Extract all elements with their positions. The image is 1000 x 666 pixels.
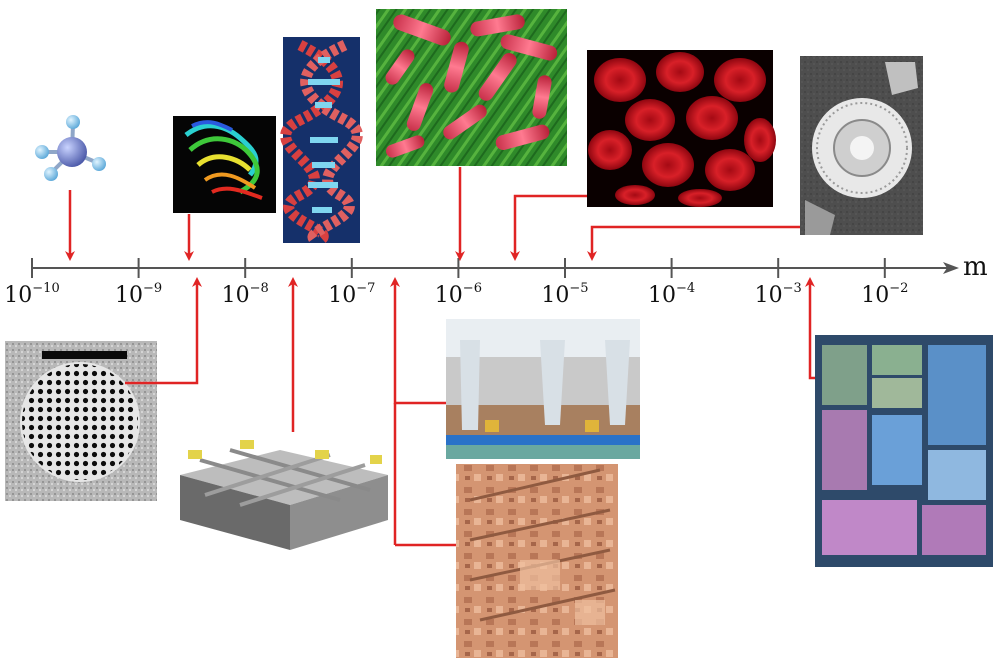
tick-base: 10 [541,283,570,308]
pointer-arrows [65,167,815,547]
dna-double-helix-image [280,37,363,245]
axis-tick-label: 10−4 [648,281,695,308]
axis-tick-label: 10−2 [861,281,908,308]
scale-bar [42,351,127,359]
tick-exponent: −10 [32,281,60,296]
nanocrystal-tem-image [5,341,157,501]
axis-tick-label: 10−7 [328,281,375,308]
transistor-cross-section-image [446,319,640,459]
tick-base: 10 [861,283,890,308]
axis-ticks [31,258,886,278]
protein-structure-image [173,116,276,213]
tick-exponent: −2 [889,281,909,296]
tick-base: 10 [4,283,33,308]
axis-tick-label: 10−5 [541,281,588,308]
red-blood-cells-image [587,50,776,207]
crossbar-nanowire-device-image [180,440,388,550]
tick-base: 10 [648,283,677,308]
diatom-image [800,56,923,235]
tick-exponent: −3 [782,281,802,296]
axis-tick-label: 10−10 [4,281,59,308]
tick-base: 10 [221,283,250,308]
tick-exponent: −4 [676,281,696,296]
tick-exponent: −8 [249,281,269,296]
tick-base: 10 [754,283,783,308]
axis-tick-label: 10−8 [222,281,269,308]
tick-exponent: −6 [462,281,482,296]
tick-exponent: −9 [143,281,163,296]
axis-unit-label: m [963,252,988,282]
tick-base: 10 [328,283,357,308]
axis-tick-label: 10−3 [755,281,802,308]
tick-base: 10 [434,283,463,308]
bacteria-image [376,9,567,166]
microprocessor-die-image [815,335,993,567]
tick-exponent: −7 [356,281,376,296]
mems-microstructure-image [456,464,618,658]
axis-tick-label: 10−9 [115,281,162,308]
tick-exponent: −5 [569,281,589,296]
methane-molecule-image [35,115,106,181]
axis-tick-label: 10−6 [435,281,482,308]
tick-base: 10 [115,283,144,308]
